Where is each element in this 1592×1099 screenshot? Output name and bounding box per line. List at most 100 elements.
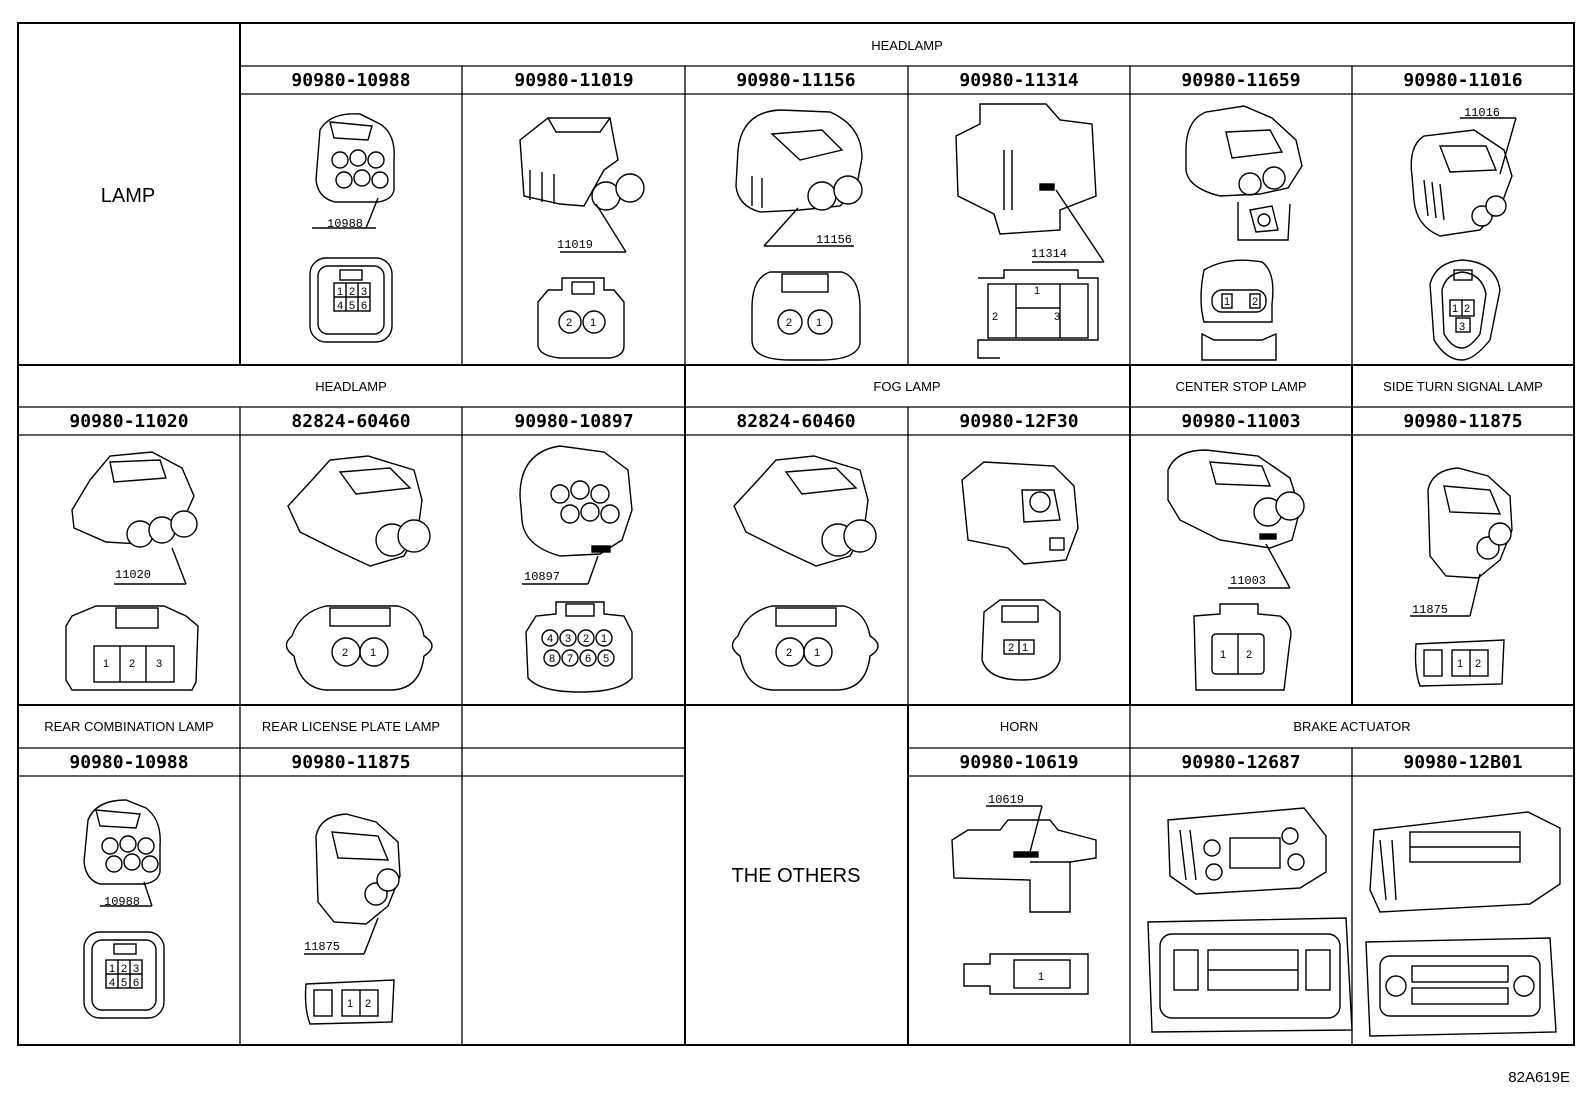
pin-number: 6 <box>133 977 139 989</box>
pin-number: 4 <box>547 633 553 645</box>
part-number: 90980-11016 <box>1403 70 1522 91</box>
pin-number: 3 <box>133 963 139 975</box>
pin-number: 5 <box>349 300 355 312</box>
connector-tag: 11875 <box>304 940 340 954</box>
pin-number: 7 <box>567 653 573 665</box>
pin-number: 5 <box>121 977 127 989</box>
pin-number: 1 <box>1038 971 1044 983</box>
pin-number: 1 <box>1452 303 1458 315</box>
pin-number: 1 <box>347 998 353 1010</box>
part-number: 90980-12F30 <box>959 411 1078 432</box>
connector-illustration <box>731 455 879 691</box>
connector-illustration <box>304 813 401 1025</box>
pin-number: 2 <box>365 998 371 1010</box>
pin-number: 8 <box>549 653 555 665</box>
part-number: 90980-10897 <box>514 411 633 432</box>
row1-pin-labels: 10988 1 2 3 4 5 6 <box>327 217 367 312</box>
part-numbers-row3: 90980-10988 90980-11875 90980-10619 9098… <box>69 752 1522 773</box>
pin-number: 1 <box>370 647 376 659</box>
pin-number: 1 <box>816 317 822 329</box>
connector-illustration <box>1365 811 1561 1037</box>
pin-number: 2 <box>121 963 127 975</box>
pin-number: 2 <box>129 658 135 670</box>
connector-illustration <box>1410 117 1517 361</box>
figure-code: 82A619E <box>1508 1069 1570 1086</box>
pin-number: 3 <box>361 286 367 298</box>
connector-illustration <box>519 445 633 693</box>
connector-illustration <box>519 117 645 359</box>
part-number: 90980-11156 <box>736 70 855 91</box>
pin-number: 2 <box>349 286 355 298</box>
part-number: 90980-11875 <box>291 752 410 773</box>
pin-number: 1 <box>1224 296 1230 308</box>
pin-number: 1 <box>1022 642 1028 654</box>
part-number: 90980-11019 <box>514 70 633 91</box>
part-number: 90980-12687 <box>1181 752 1300 773</box>
connector-tag: 11156 <box>816 233 852 247</box>
fog-lamp-section-label: FOG LAMP <box>873 379 940 394</box>
connector-illustration <box>1410 467 1513 687</box>
pin-number: 4 <box>337 300 343 312</box>
pin-number: 2 <box>786 647 792 659</box>
part-numbers-row1: 90980-10988 90980-11019 90980-11156 9098… <box>291 70 1522 91</box>
rear-license-plate-lamp-label: REAR LICENSE PLATE LAMP <box>262 719 440 734</box>
pin-number: 6 <box>585 653 591 665</box>
connector-illustration <box>735 109 863 361</box>
pin-number: 1 <box>109 963 115 975</box>
part-number: 90980-11003 <box>1181 411 1300 432</box>
lamp-label: LAMP <box>101 185 155 207</box>
connector-illustration <box>309 113 395 343</box>
connector-tag: 11019 <box>557 238 593 252</box>
pin-number: 1 <box>337 286 343 298</box>
part-number: 90980-10619 <box>959 752 1078 773</box>
pin-number: 3 <box>1459 321 1465 333</box>
brake-actuator-section-label: BRAKE ACTUATOR <box>1293 719 1410 734</box>
connector-illustration <box>1147 807 1353 1033</box>
part-number: 90980-11020 <box>69 411 188 432</box>
connector-tag: 10897 <box>524 570 560 584</box>
connector-illustration <box>83 799 165 1019</box>
connector-illustration <box>961 461 1079 681</box>
pin-number: 1 <box>601 633 607 645</box>
horn-section-label: HORN <box>1000 719 1038 734</box>
side-turn-signal-lamp-label: SIDE TURN SIGNAL LAMP <box>1383 379 1543 394</box>
part-numbers-row2: 90980-11020 82824-60460 90980-10897 8282… <box>69 411 1522 432</box>
pin-number: 2 <box>1008 642 1014 654</box>
part-number: 90980-12B01 <box>1403 752 1522 773</box>
pin-number: 1 <box>1034 285 1040 297</box>
pin-number: 2 <box>786 317 792 329</box>
connector-illustration <box>65 451 199 691</box>
pin-number: 3 <box>1054 311 1060 323</box>
part-number: 82824-60460 <box>736 411 855 432</box>
pin-number: 1 <box>590 317 596 329</box>
connector-tag: 10988 <box>327 217 363 231</box>
connector-tag: 10619 <box>988 793 1024 807</box>
pin-number: 2 <box>992 311 998 323</box>
table-grid <box>17 22 1575 1046</box>
pin-number: 2 <box>583 633 589 645</box>
pin-number: 3 <box>565 633 571 645</box>
connector-illustration <box>1185 105 1303 361</box>
pin-number: 1 <box>814 647 820 659</box>
connector-illustration <box>285 455 433 691</box>
pin-number: 2 <box>1252 296 1258 308</box>
connector-tag: 11314 <box>1031 247 1067 261</box>
connector-tag: 11003 <box>1230 574 1266 588</box>
center-stop-lamp-label: CENTER STOP LAMP <box>1176 379 1307 394</box>
pin-number: 1 <box>1457 658 1463 670</box>
pin-number: 2 <box>1475 658 1481 670</box>
pin-number: 2 <box>1464 303 1470 315</box>
connector-illustration <box>955 103 1105 359</box>
part-number: 90980-11875 <box>1403 411 1522 432</box>
connector-tag: 11016 <box>1464 106 1500 120</box>
connector-tag: 11020 <box>115 568 151 582</box>
pin-number: 3 <box>156 658 162 670</box>
connector-tag: 11875 <box>1412 603 1448 617</box>
rear-combination-lamp-label: REAR COMBINATION LAMP <box>44 719 214 734</box>
part-number: 82824-60460 <box>291 411 410 432</box>
pin-number: 1 <box>103 658 109 670</box>
part-number: 90980-10988 <box>69 752 188 773</box>
connector-tag: 10988 <box>104 895 140 909</box>
pin-number: 1 <box>1220 649 1226 661</box>
